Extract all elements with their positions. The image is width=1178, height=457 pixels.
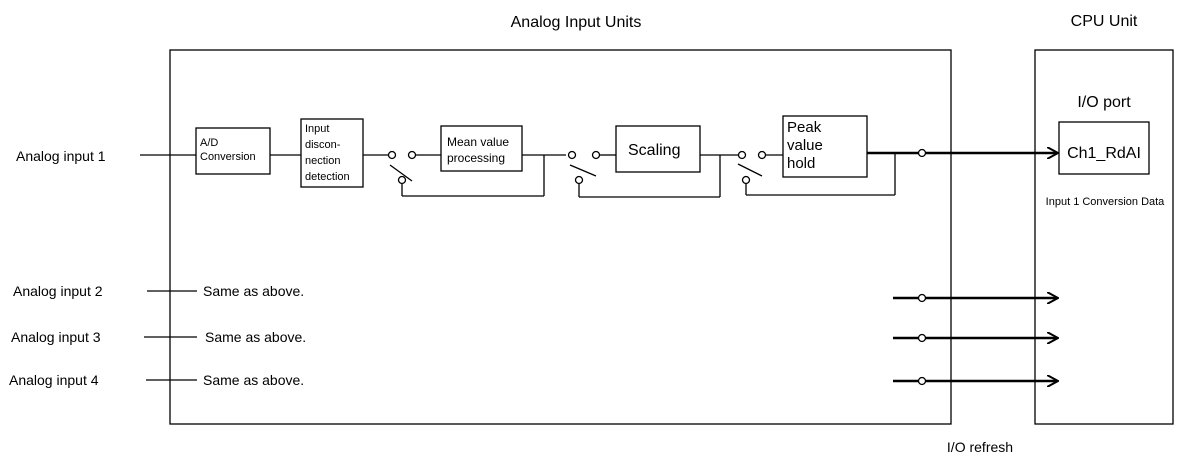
inputs-2-4-leads bbox=[144, 290, 197, 381]
analog-input-4-label: Analog input 4 bbox=[9, 372, 99, 388]
input-4-note: Same as above. bbox=[203, 372, 304, 388]
scaling-label: Scaling bbox=[628, 142, 680, 159]
io-port-register-label: Ch1_RdAI bbox=[1067, 145, 1141, 162]
ad-conversion-block bbox=[195, 127, 271, 175]
scaling-block bbox=[615, 125, 701, 173]
ad-conversion-label: A/D Conversion bbox=[200, 137, 256, 163]
peak-value-hold-block bbox=[782, 115, 868, 178]
disconnection-detection-label: Input discon- nection detection bbox=[305, 123, 350, 183]
analog-input-units-box bbox=[169, 49, 952, 425]
input-3-note: Same as above. bbox=[205, 329, 306, 345]
analog-input-2-label: Analog input 2 bbox=[13, 283, 103, 299]
input-2-note: Same as above. bbox=[203, 283, 304, 299]
cpu-unit-title: CPU Unit bbox=[1071, 13, 1138, 30]
cpu-unit-box bbox=[1034, 49, 1174, 425]
io-port-label: I/O port bbox=[1077, 94, 1131, 111]
analog-input-3-label: Analog input 3 bbox=[11, 329, 101, 345]
disconnection-detection-block bbox=[300, 118, 364, 188]
io-port-register-box bbox=[1058, 121, 1150, 175]
peak-value-hold-label: Peak value hold bbox=[787, 119, 827, 172]
io-refresh-label: I/O refresh bbox=[947, 439, 1013, 455]
register-caption: Input 1 Conversion Data bbox=[1046, 196, 1166, 208]
analog-input-1-label: Analog input 1 bbox=[16, 148, 106, 164]
mean-value-processing-block bbox=[440, 125, 523, 172]
mean-value-label: Mean value processing bbox=[447, 135, 512, 165]
analog-units-title: Analog Input Units bbox=[511, 14, 642, 31]
input-1-signal-chain bbox=[140, 115, 896, 198]
output-arrows-2-4 bbox=[893, 295, 1057, 385]
